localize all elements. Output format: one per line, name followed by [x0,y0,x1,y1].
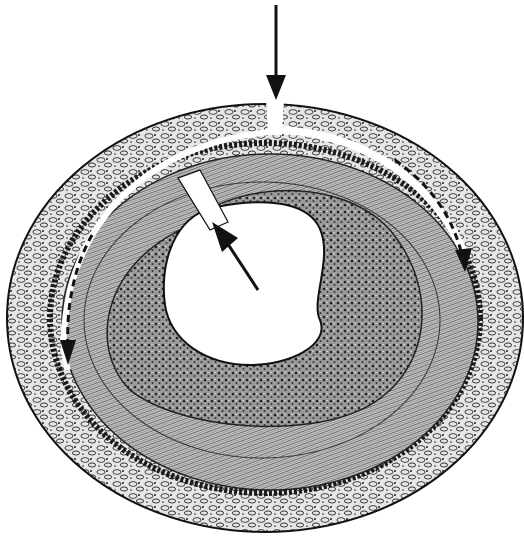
lumen [164,202,324,365]
